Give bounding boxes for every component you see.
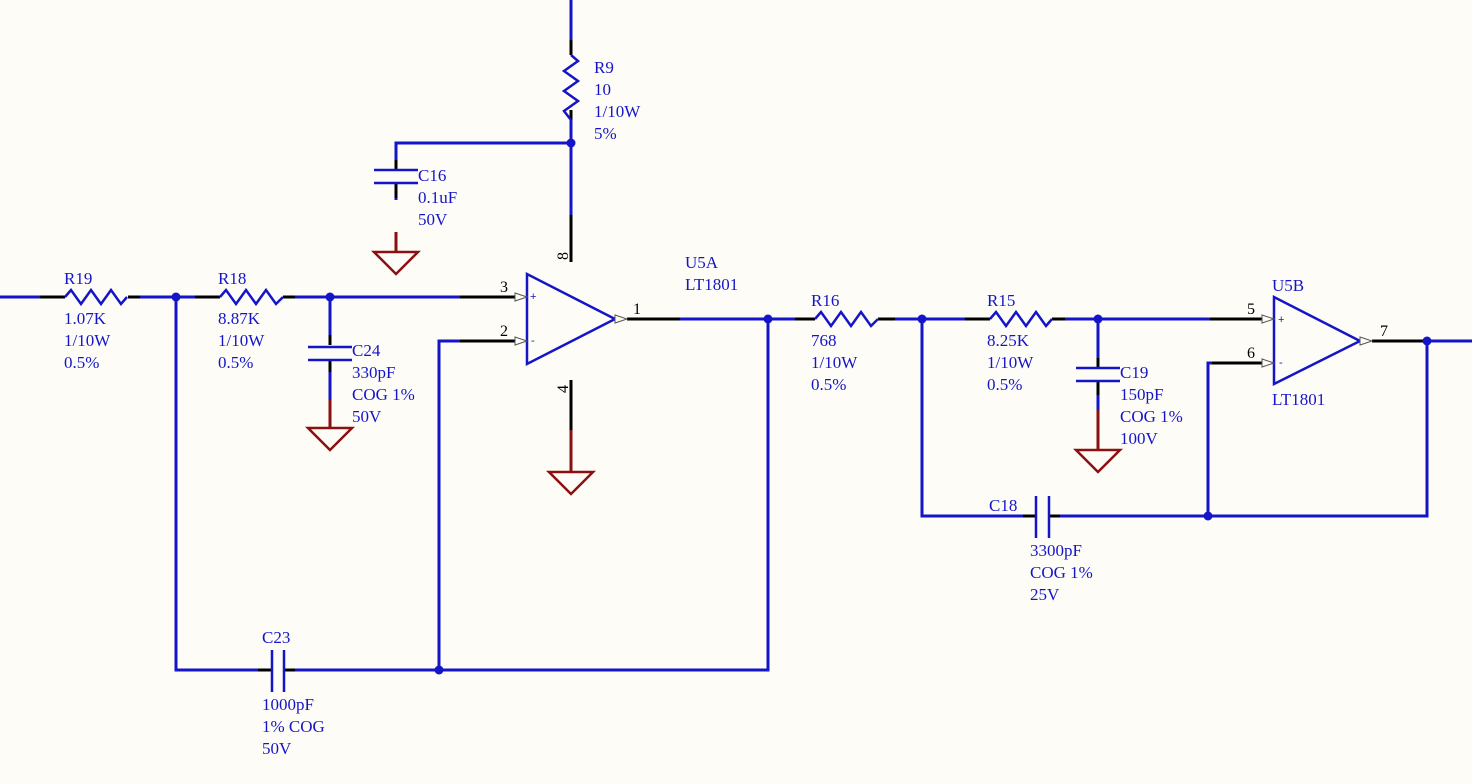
u5b-plus-sign: +: [1278, 314, 1284, 326]
r9-tolerance: 5%: [594, 124, 617, 143]
capacitor-c23: C23 1000pF 1% COG 50V: [262, 628, 325, 758]
r19-value: 1.07K: [64, 309, 107, 328]
u5a-pin-4: 4: [555, 385, 572, 393]
r15-power: 1/10W: [987, 353, 1034, 372]
r19-ref: R19: [64, 269, 92, 288]
r16-power: 1/10W: [811, 353, 858, 372]
ground-c19: [1072, 410, 1124, 474]
resistor-r18: R18 8.87K 1/10W 0.5%: [218, 269, 284, 372]
ground-c24: [304, 400, 356, 452]
u5a-ref: U5A: [685, 253, 719, 272]
c18-dielectric: COG 1%: [1030, 563, 1093, 582]
junctions: [171, 138, 1432, 675]
r18-tolerance: 0.5%: [218, 353, 253, 372]
ground-c16: [370, 232, 422, 276]
c18-ref: C18: [989, 496, 1017, 515]
resistor-r15: R15 8.25K 1/10W 0.5%: [987, 291, 1053, 394]
resistor-r9: R9 10 1/10W 5%: [561, 54, 641, 143]
u5a-part: LT1801: [685, 275, 738, 294]
r16-value: 768: [811, 331, 837, 350]
u5a-pin-1: 1: [633, 301, 641, 318]
c16-ref: C16: [418, 166, 446, 185]
c24-ref: C24: [352, 341, 381, 360]
c19-ref: C19: [1120, 363, 1148, 382]
c24-voltage: 50V: [352, 407, 382, 426]
c18-value: 3300pF: [1030, 541, 1082, 560]
c23-dielectric: 1% COG: [262, 717, 325, 736]
u5a-pin-8: 8: [555, 252, 572, 260]
r18-power: 1/10W: [218, 331, 265, 350]
u5b-part: LT1801: [1272, 390, 1325, 409]
u5a-pin-3: 3: [500, 279, 508, 296]
c24-value: 330pF: [352, 363, 395, 382]
wires: [0, 0, 1472, 672]
u5b-minus-sign: -: [1279, 357, 1283, 369]
r16-tolerance: 0.5%: [811, 375, 846, 394]
resistor-r19: R19 1.07K 1/10W 0.5%: [64, 269, 128, 372]
pin-stubs: [40, 40, 1427, 672]
r15-tolerance: 0.5%: [987, 375, 1022, 394]
r9-ref: R9: [594, 58, 614, 77]
ground-u5a: [545, 430, 597, 496]
r19-tolerance: 0.5%: [64, 353, 99, 372]
u5a-plus-sign: +: [530, 291, 536, 303]
r9-power: 1/10W: [594, 102, 641, 121]
r16-ref: R16: [811, 291, 839, 310]
r9-value: 10: [594, 80, 611, 99]
opamp-u5b: + - 5 6 7 U5B LT1801: [1247, 276, 1388, 409]
r18-ref: R18: [218, 269, 246, 288]
c23-ref: C23: [262, 628, 290, 647]
capacitor-c19: C19 150pF COG 1% 100V: [1076, 363, 1183, 448]
u5b-pin-5: 5: [1247, 301, 1255, 318]
c23-voltage: 50V: [262, 739, 292, 758]
c24-dielectric: COG 1%: [352, 385, 415, 404]
c23-value: 1000pF: [262, 695, 314, 714]
r15-value: 8.25K: [987, 331, 1030, 350]
resistor-r16: R16 768 1/10W 0.5%: [811, 291, 879, 394]
capacitor-c18: C18 3300pF COG 1% 25V: [989, 496, 1093, 604]
opamp-u5a: + - 3 2 1 8 4 U5A LT1801: [500, 252, 738, 393]
c16-voltage: 50V: [418, 210, 448, 229]
u5a-minus-sign: -: [531, 335, 535, 347]
u5b-ref: U5B: [1272, 276, 1304, 295]
c19-dielectric: COG 1%: [1120, 407, 1183, 426]
r18-value: 8.87K: [218, 309, 261, 328]
r15-ref: R15: [987, 291, 1015, 310]
c16-value: 0.1uF: [418, 188, 457, 207]
c18-voltage: 25V: [1030, 585, 1060, 604]
capacitor-c24: C24 330pF COG 1% 50V: [308, 341, 415, 426]
c19-value: 150pF: [1120, 385, 1163, 404]
u5b-pin-6: 6: [1247, 345, 1255, 362]
u5b-pin-7: 7: [1380, 323, 1388, 340]
u5a-pin-2: 2: [500, 323, 508, 340]
r19-power: 1/10W: [64, 331, 111, 350]
c19-voltage: 100V: [1120, 429, 1159, 448]
capacitor-c16: C16 0.1uF 50V: [374, 166, 457, 229]
